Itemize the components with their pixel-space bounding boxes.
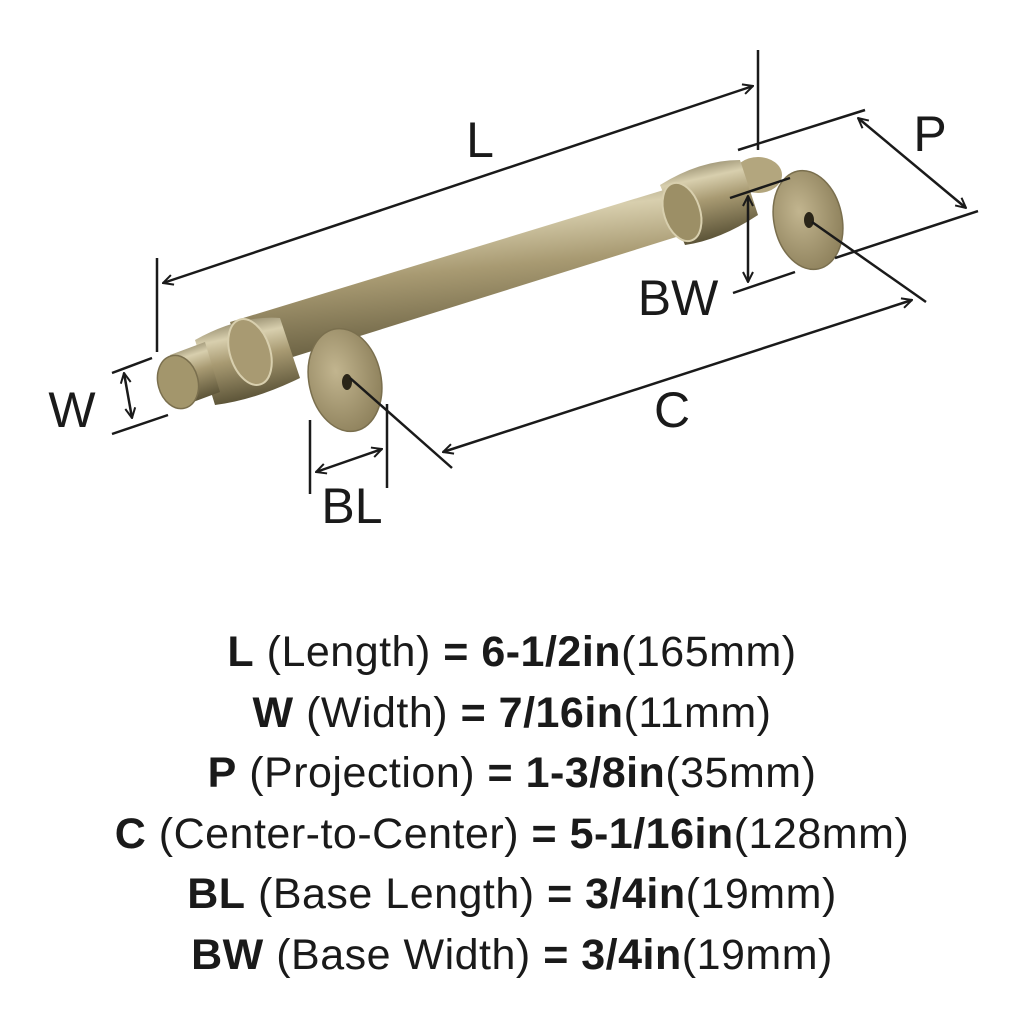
spec-base-length: BL (Base Length) = 3/4in(19mm) bbox=[0, 864, 1024, 925]
pull-handle-illustration bbox=[156, 157, 844, 433]
spec-metric: (11mm) bbox=[623, 688, 772, 737]
spec-imperial: 1-3/8in bbox=[525, 749, 666, 797]
spec-imperial: 3/4in bbox=[585, 870, 686, 918]
projection-extension-bottom bbox=[834, 209, 979, 260]
spec-length: L (Length) = 6-1/2in(165mm) bbox=[0, 622, 1024, 683]
spec-imperial: 6-1/2in bbox=[481, 628, 622, 676]
label-BW: BW bbox=[638, 270, 719, 326]
spec-equals: = bbox=[487, 749, 514, 797]
spec-imperial: 7/16in bbox=[498, 688, 624, 737]
spec-code: W bbox=[252, 688, 294, 737]
spec-name: (Width) bbox=[306, 688, 449, 737]
width-extension-bottom bbox=[111, 413, 169, 436]
spec-imperial: 3/4in bbox=[581, 930, 682, 979]
handle-bar bbox=[230, 182, 705, 372]
left-screw-hole bbox=[342, 374, 352, 390]
spec-metric: (128mm) bbox=[733, 809, 910, 858]
width-extension-top bbox=[111, 356, 153, 375]
spec-base-width: BW (Base Width) = 3/4in(19mm) bbox=[0, 925, 1024, 986]
dimension-spec-list: L (Length) = 6-1/2in(165mm) W (Width) = … bbox=[0, 622, 1024, 985]
spec-code: BW bbox=[191, 930, 264, 979]
width-arrow bbox=[124, 373, 132, 418]
spec-equals: = bbox=[547, 870, 573, 918]
label-P: P bbox=[913, 106, 946, 162]
spec-center-to-center: C (Center-to-Center) = 5-1/16in(128mm) bbox=[0, 804, 1024, 865]
label-L: L bbox=[466, 112, 494, 168]
spec-metric: (19mm) bbox=[681, 930, 833, 979]
right-screw-hole bbox=[804, 212, 814, 228]
spec-name: (Center-to-Center) bbox=[158, 809, 520, 858]
spec-metric: (165mm) bbox=[621, 628, 797, 676]
base-width-extension-bottom bbox=[732, 270, 796, 295]
center-leader-right bbox=[811, 220, 927, 304]
spec-equals: = bbox=[443, 628, 469, 676]
spec-imperial: 5-1/16in bbox=[569, 809, 734, 858]
left-end-cap bbox=[156, 354, 200, 410]
spec-equals: = bbox=[460, 688, 487, 737]
dimension-labels: L P BW W C BL bbox=[48, 106, 946, 534]
spec-metric: (19mm) bbox=[685, 870, 837, 918]
spec-width: W (Width) = 7/16in(11mm) bbox=[0, 683, 1024, 744]
cabinet-pull-dimension-diagram: L P BW W C BL bbox=[48, 50, 979, 534]
dimension-lines bbox=[111, 50, 979, 494]
center-arrow bbox=[443, 300, 912, 452]
spec-name: (Length) bbox=[266, 628, 431, 676]
center-leader-left bbox=[349, 377, 453, 469]
spec-code: BL bbox=[187, 870, 246, 918]
label-BL: BL bbox=[321, 478, 382, 534]
right-collar bbox=[660, 157, 782, 245]
left-collar bbox=[156, 317, 300, 410]
spec-name: (Base Width) bbox=[276, 930, 531, 979]
length-arrow bbox=[163, 86, 753, 283]
label-C: C bbox=[654, 382, 690, 438]
spec-name: (Base Length) bbox=[258, 870, 535, 918]
spec-name: (Projection) bbox=[249, 749, 476, 797]
spec-code: L bbox=[227, 628, 255, 676]
spec-equals: = bbox=[531, 809, 558, 858]
projection-extension-top bbox=[737, 108, 866, 152]
projection-arrow bbox=[858, 118, 966, 208]
base-length-arrow bbox=[316, 449, 382, 472]
base-width-extension-top bbox=[729, 176, 791, 200]
spec-equals: = bbox=[543, 930, 569, 979]
spec-code: C bbox=[114, 809, 147, 858]
spec-metric: (35mm) bbox=[665, 749, 817, 797]
spec-code: P bbox=[207, 749, 237, 797]
spec-projection: P (Projection) = 1-3/8in(35mm) bbox=[0, 743, 1024, 804]
label-W: W bbox=[48, 382, 96, 438]
